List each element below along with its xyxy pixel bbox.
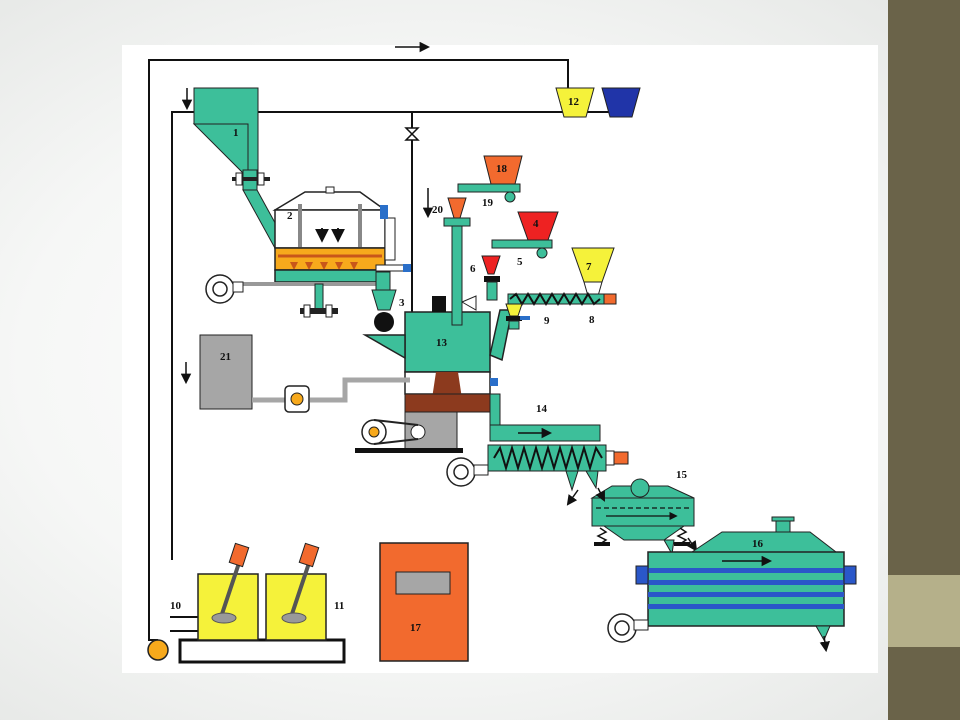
- arrow-into-15: [595, 487, 605, 502]
- accent-bar-middle: [888, 575, 960, 647]
- bin-6-assembly: [481, 255, 501, 301]
- label-13: 13: [436, 337, 448, 349]
- bin-20-assembly: [443, 197, 471, 227]
- label-2: 2: [287, 210, 293, 222]
- hopper-12-blue: [601, 87, 641, 118]
- label-20: 20: [432, 204, 444, 216]
- tank-11: [265, 542, 327, 641]
- tank-base: [178, 638, 346, 664]
- label-21: 21: [220, 351, 231, 363]
- label-9: 9: [544, 315, 550, 327]
- hopper-12-yellow: [555, 87, 595, 118]
- return-line-inner: [171, 111, 620, 560]
- recirculation-piping: [148, 59, 620, 641]
- label-8: 8: [589, 314, 595, 326]
- label-7: 7: [586, 261, 592, 273]
- unit-21: [199, 334, 253, 410]
- mixer-motor: [355, 411, 463, 453]
- bin-4-assembly: [491, 211, 559, 259]
- direction-arrows: [180, 41, 434, 385]
- accent-bar-bottom: [888, 647, 960, 720]
- feeder-9: [505, 303, 530, 330]
- label-16: 16: [752, 538, 764, 550]
- dryer-2: [240, 186, 411, 318]
- arrow-out-15: [686, 537, 698, 552]
- accent-bar-top: [888, 0, 960, 575]
- tank-10: [197, 542, 259, 641]
- hopper-7-assembly: [571, 247, 615, 297]
- label-6: 6: [470, 263, 476, 275]
- mixer-13: [362, 224, 513, 413]
- vibrating-sieve-15: [590, 478, 695, 556]
- label-14: 14: [536, 403, 548, 415]
- right-accent-bar: [888, 0, 960, 720]
- screw-conveyor-14: [487, 393, 629, 492]
- label-1: 1: [233, 127, 239, 139]
- pipe-21-to-mixer: [252, 377, 410, 403]
- control-panel-17: [379, 542, 469, 662]
- return-line-outer: [148, 59, 569, 641]
- control-panel-display: [395, 571, 451, 595]
- arrow-out-14: [566, 489, 579, 506]
- label-3: 3: [399, 297, 405, 309]
- label-15: 15: [676, 469, 688, 481]
- pump-10: [147, 639, 169, 661]
- bin-18-assembly: [457, 155, 523, 203]
- feeder-3: [371, 271, 397, 332]
- label-17: 17: [410, 622, 422, 634]
- label-5: 5: [517, 256, 523, 268]
- label-12: 12: [568, 96, 580, 108]
- label-10: 10: [170, 600, 182, 612]
- dryer-16: [635, 516, 857, 653]
- label-19: 19: [482, 197, 494, 209]
- label-11: 11: [334, 600, 344, 612]
- valve-icon: [404, 127, 420, 141]
- label-4: 4: [533, 218, 539, 230]
- equipment-labels: 1 2 3 4 5 6 7 8 9 10 11 12 13 14 15 16 1…: [170, 96, 764, 634]
- label-18: 18: [496, 163, 508, 175]
- screw-conveyor-8: [507, 292, 617, 306]
